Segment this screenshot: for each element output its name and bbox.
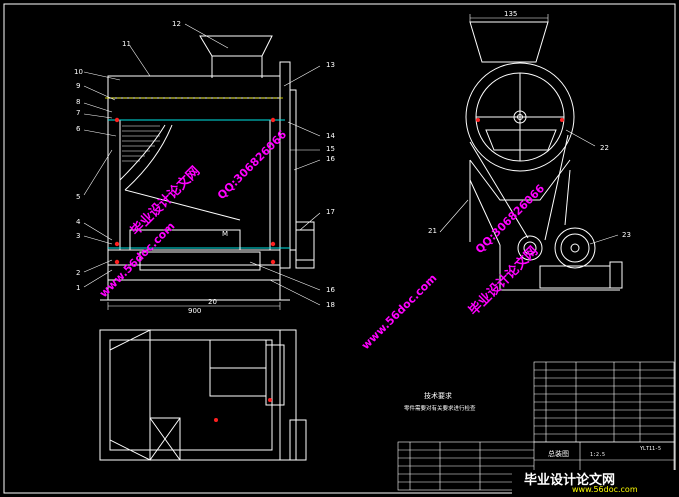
part-label-2: 2 bbox=[76, 269, 80, 277]
part-label-13: 13 bbox=[326, 61, 335, 69]
part-label-23: 23 bbox=[622, 231, 631, 239]
part-label-6: 6 bbox=[76, 125, 81, 133]
notes-line-1: 零件需要对有关要求进行检查 bbox=[404, 404, 476, 412]
parts-list bbox=[533, 361, 675, 443]
part-label-7: 7 bbox=[76, 109, 80, 117]
watermark-site-right: www.56doc.com bbox=[359, 272, 440, 353]
top-bolts bbox=[214, 398, 272, 422]
watermark-qq-left: QQ:306826066 bbox=[215, 128, 289, 202]
part-label-10: 10 bbox=[74, 68, 83, 76]
watermarks: 毕业设计论文网 QQ:306826066 www.56doc.com 毕业设计论… bbox=[97, 128, 547, 352]
dimension-lines bbox=[107, 302, 281, 310]
dimension-bottom: 900 bbox=[188, 307, 201, 315]
brand-strip-title: 毕业设计论文网 bbox=[524, 472, 615, 488]
watermark-qq-right: QQ:306826066 bbox=[473, 182, 547, 256]
part-label-5: 5 bbox=[76, 193, 80, 201]
side-hopper bbox=[469, 21, 549, 63]
brand-strip-site: www.56doc.com bbox=[572, 485, 638, 494]
part-label-14: 14 bbox=[326, 132, 335, 140]
motor-pulley bbox=[554, 227, 596, 269]
part-label-16a: 16 bbox=[326, 155, 335, 163]
part-label-8: 8 bbox=[76, 98, 80, 106]
part-label-12: 12 bbox=[172, 20, 181, 28]
top-view bbox=[99, 329, 307, 461]
part-label-3: 3 bbox=[76, 232, 80, 240]
hopper bbox=[199, 35, 273, 57]
part-label-20: 20 bbox=[208, 298, 217, 306]
part-label-1: 1 bbox=[76, 284, 80, 292]
drawing-code: YLT11-5 bbox=[640, 446, 661, 452]
part-label-4: 4 bbox=[76, 218, 81, 226]
leader-lines-front bbox=[83, 23, 321, 306]
watermark-brand-right: 毕业设计论文网 bbox=[466, 243, 542, 319]
leader-lines-side bbox=[439, 129, 619, 245]
part-label-9: 9 bbox=[76, 82, 80, 90]
part-label-15: 15 bbox=[326, 145, 335, 153]
part-label-18: 18 bbox=[326, 301, 335, 309]
drawing-scale: 1:2.5 bbox=[590, 452, 605, 458]
side-dimension bbox=[469, 14, 549, 22]
part-label-21: 21 bbox=[428, 227, 437, 235]
side-bolts bbox=[476, 118, 564, 122]
part-label-16b: 16 bbox=[326, 286, 335, 294]
drum-outer bbox=[465, 62, 575, 172]
side-view bbox=[465, 21, 623, 291]
motor-label: M bbox=[222, 230, 228, 238]
drawing-name: 总装图 bbox=[548, 449, 569, 458]
part-label-11: 11 bbox=[122, 40, 131, 48]
brand-strip bbox=[512, 470, 676, 494]
drawing-border bbox=[3, 3, 676, 494]
notes-title: 技术要求 bbox=[424, 391, 452, 400]
part-label-17: 17 bbox=[326, 208, 335, 216]
dimension-top: 135 bbox=[504, 10, 517, 18]
part-label-22: 22 bbox=[600, 144, 609, 152]
